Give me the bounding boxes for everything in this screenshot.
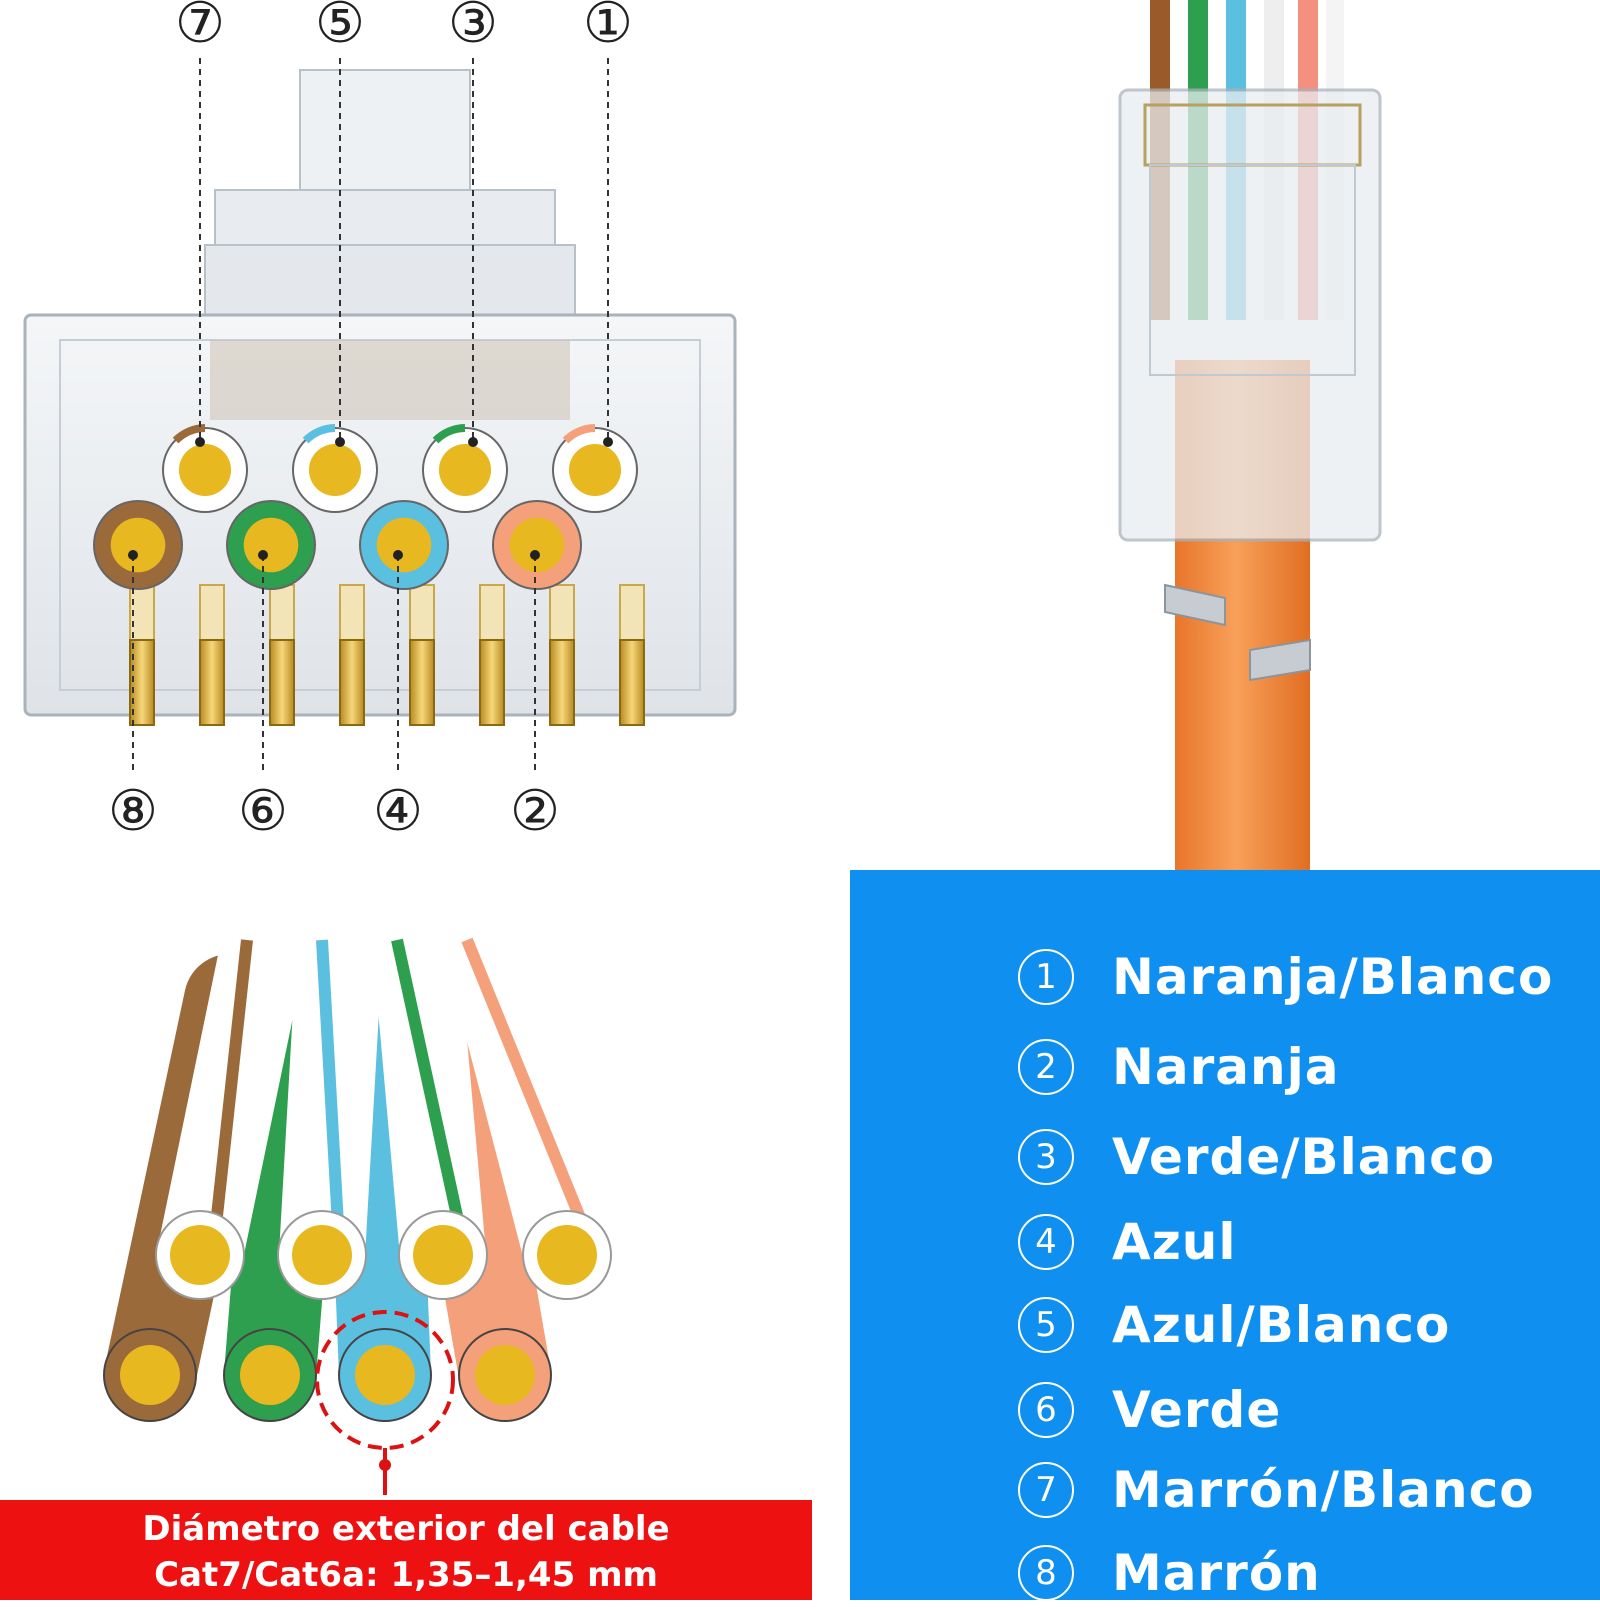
plug-top-ridge	[204, 244, 576, 316]
pin-number: ④	[373, 779, 423, 844]
pin-number: ③	[448, 0, 498, 56]
conductor-stripe	[316, 939, 344, 1226]
pin-number: ⑤	[315, 0, 365, 56]
pin-blade	[479, 639, 505, 726]
clip-right	[1249, 638, 1311, 682]
legend-label: Marrón	[1112, 1544, 1321, 1602]
legend-label: Naranja	[1112, 1038, 1340, 1096]
legend-number: 1	[1018, 949, 1074, 1005]
color-legend: 1 Naranja/Blanco 2 Naranja 3 Verde/Blanc…	[850, 870, 1600, 1602]
leader-dot	[468, 437, 478, 447]
legend-row-6: 6 Verde	[1018, 1375, 1281, 1445]
diameter-caption: Diámetro exterior del cable Cat7/Cat6a: …	[0, 1500, 812, 1600]
legend-row-4: 4 Azul	[1018, 1207, 1237, 1277]
leader-dot	[128, 550, 138, 560]
conductor-stripe	[210, 939, 253, 1226]
conductor-core	[376, 517, 432, 573]
pin-blade	[409, 639, 435, 726]
conductor-end-core	[120, 1345, 180, 1405]
legend-label: Marrón/Blanco	[1112, 1461, 1535, 1519]
leader-dot	[603, 437, 613, 447]
conductor-stripe	[461, 937, 589, 1228]
conductor-core	[178, 443, 232, 497]
pin-upper	[269, 584, 295, 641]
legend-row-8: 8 Marrón	[1018, 1538, 1321, 1608]
conductor-core	[568, 443, 622, 497]
legend-number: 3	[1018, 1129, 1074, 1185]
legend-number: 5	[1018, 1297, 1074, 1353]
pin-upper	[619, 584, 645, 641]
caption-line-2: Cat7/Cat6a: 1,35–1,45 mm	[154, 1555, 658, 1595]
conductor-stripe	[391, 938, 465, 1227]
pin-blade	[339, 639, 365, 726]
conductor-end-core	[475, 1345, 535, 1405]
connector-side-view	[1118, 0, 1382, 870]
conductor-end-core	[413, 1225, 473, 1285]
legend-row-7: 7 Marrón/Blanco	[1018, 1455, 1535, 1525]
legend-label: Verde	[1112, 1381, 1282, 1439]
clip-left	[1164, 583, 1226, 627]
stripe-mark	[432, 424, 466, 444]
side-plug-inner	[1149, 164, 1356, 376]
stripe-mark	[562, 424, 596, 444]
legend-label: Naranja/Blanco	[1112, 948, 1554, 1006]
conductor-core	[110, 517, 166, 573]
leader-dot	[258, 550, 268, 560]
conductor-end-core	[170, 1225, 230, 1285]
legend-row-1: 1 Naranja/Blanco	[1018, 942, 1553, 1012]
leader-dot	[530, 550, 540, 560]
pin-blade	[199, 639, 225, 726]
pin-number: ②	[510, 779, 560, 844]
pin-callouts: ⑦ ⑤ ③ ① ⑧ ⑥ ④ ②	[108, 0, 633, 844]
legend-number: 4	[1018, 1214, 1074, 1270]
pin-upper	[199, 584, 225, 641]
pin-upper	[339, 584, 365, 641]
legend-label: Azul/Blanco	[1112, 1296, 1451, 1354]
legend-row-3: 3 Verde/Blanco	[1018, 1122, 1495, 1192]
conductor-fan	[103, 897, 612, 1422]
legend-number: 6	[1018, 1382, 1074, 1438]
conductor-core	[509, 517, 565, 573]
pin-upper	[549, 584, 575, 641]
conductor-end-views	[93, 424, 638, 590]
legend-row-2: 2 Naranja	[1018, 1032, 1339, 1102]
pin-blade	[619, 639, 645, 726]
pin-upper	[409, 584, 435, 641]
conductor-core	[243, 517, 299, 573]
leader-dot	[393, 550, 403, 560]
stripe-mark	[172, 424, 206, 444]
conductor-end-core	[240, 1345, 300, 1405]
side-plug-housing	[1118, 88, 1382, 542]
legend-label: Verde/Blanco	[1112, 1128, 1496, 1186]
pin-number: ①	[583, 0, 633, 56]
latch-base	[214, 189, 556, 251]
leader-dot	[195, 437, 205, 447]
caption-line-1: Diámetro exterior del cable	[142, 1509, 670, 1549]
legend-row-5: 5 Azul/Blanco	[1018, 1290, 1450, 1360]
pin-number: ⑧	[108, 779, 158, 844]
highlight-dot	[379, 1459, 391, 1471]
plug-cavity	[210, 340, 570, 420]
pin-number: ⑥	[238, 779, 288, 844]
contact-pins	[129, 584, 645, 726]
leader-dot	[335, 437, 345, 447]
legend-number: 7	[1018, 1462, 1074, 1518]
conductor-end-core	[355, 1345, 415, 1405]
legend-number: 2	[1018, 1039, 1074, 1095]
conductor-core	[438, 443, 492, 497]
pin-blade	[549, 639, 575, 726]
legend-label: Azul	[1112, 1213, 1237, 1271]
pin-upper	[479, 584, 505, 641]
conductor-core	[308, 443, 362, 497]
diameter-highlight	[315, 1310, 455, 1495]
pin-blade	[269, 639, 295, 726]
legend-number: 8	[1018, 1545, 1074, 1601]
pin-number: ⑦	[175, 0, 225, 56]
conductor-end-core	[537, 1225, 597, 1285]
highlight-ring	[315, 1310, 455, 1450]
conductor-end-core	[292, 1225, 352, 1285]
stripe-mark	[302, 424, 336, 444]
